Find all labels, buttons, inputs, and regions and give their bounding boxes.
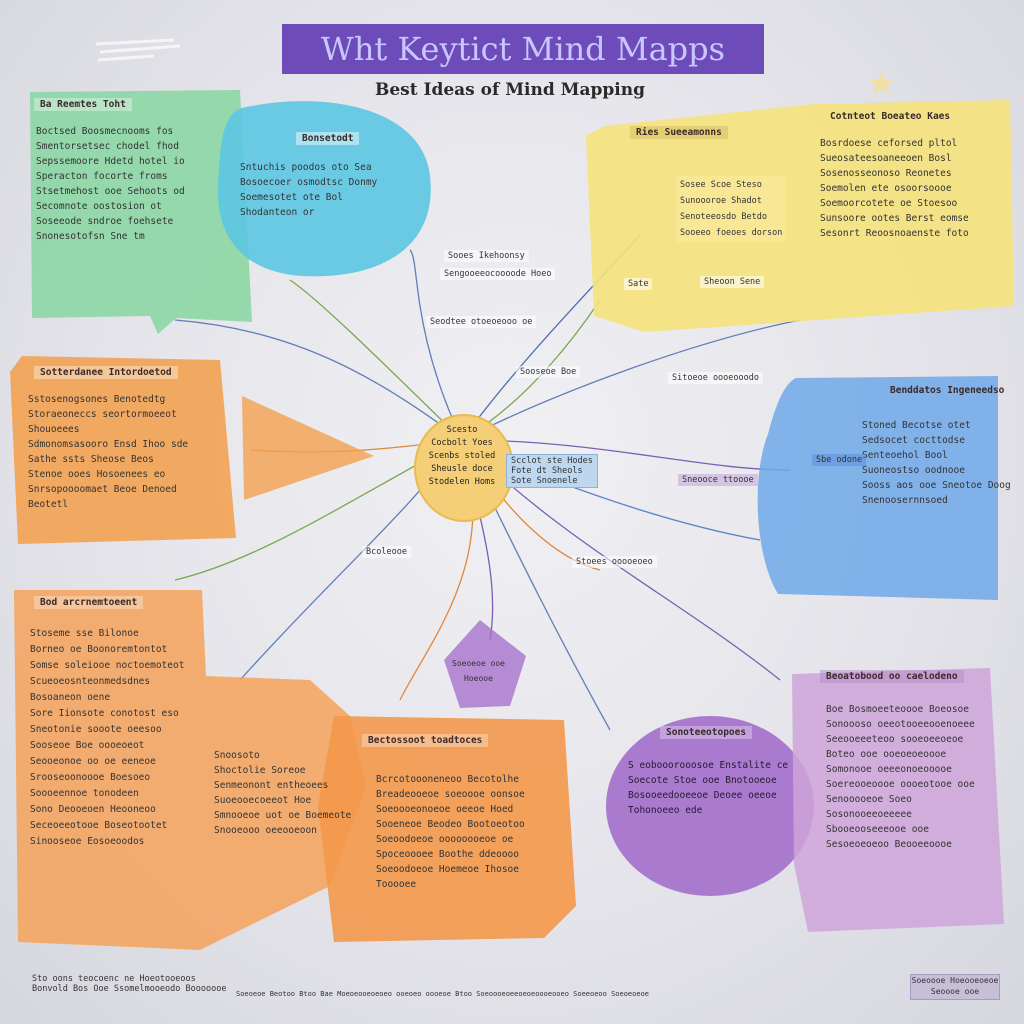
yellow-node-heading[interactable]: Cotnteot Boeateo Kaes [830, 111, 951, 122]
purple-small-node-shape [444, 620, 526, 708]
orange-left-node-text: Stoseme sse Bilonoe Borneo oe Boonoremto… [30, 628, 185, 847]
yellow-chip-1[interactable]: Sate [624, 278, 653, 290]
footer-center: Soeoeoe Beotoo Btoo Bae Moeoeooeoeoeo oo… [236, 990, 650, 998]
green-node-shape [30, 90, 252, 334]
orange-left-node-shape [14, 590, 366, 950]
purple-right-node-shape [792, 668, 1004, 932]
purple-right-node-heading[interactable]: Beoatobood oo caelodeno [820, 670, 964, 683]
branch-chip-2[interactable]: Sengooeeocoooode Hoeo [440, 268, 556, 280]
central-side-box[interactable]: Scclot ste Hodes Fote dt Sheols Sote Sno… [506, 454, 598, 488]
orange-mid-node-heading[interactable]: Sotterdanee Intordoetod [34, 366, 178, 379]
cyan-node-heading[interactable]: Bonsetodt [296, 132, 360, 145]
purple-right-node-text: Boe Bosmoeeteoooe Boeosoe Sonoooso oeeot… [826, 704, 975, 850]
blue-node-heading[interactable]: Benddatos Ingeneedso [890, 385, 1005, 396]
central-node[interactable] [414, 414, 514, 522]
branch-chip-5[interactable]: Sitoeoe oooeooodo [668, 372, 763, 384]
branch-chip-3[interactable]: Seodtee otoeoeooo oe [426, 316, 537, 328]
cyan-node-shape [217, 101, 431, 277]
purple-round-node-heading[interactable]: Sonoteeotopoes [660, 726, 753, 739]
orange-center-node-shape [318, 716, 576, 942]
orange-center-side-text: Bcrcotoooneneoo Becotolhe Breadeooeoe so… [376, 774, 525, 890]
blue-node-shape [757, 376, 998, 600]
footer-left: Sto oons teocoenc ne Hoeotooeoos Bonvold… [32, 974, 227, 994]
orange-mid-node-shape [10, 356, 236, 544]
branch-chip-7[interactable]: Stoees ooooeoeo [572, 556, 657, 568]
branch-chip-1[interactable]: Sooes Ikehoonsy [444, 250, 529, 262]
yellow-node-subheading[interactable]: Ries Sueeamonns [630, 126, 728, 139]
green-node-text: Boctsed Boosmecnooms fos Smentorsetsec c… [36, 126, 185, 242]
scribble-decoration [94, 36, 184, 66]
yellow-node-shape [586, 100, 1014, 332]
orange-center-node-text: Snoosoto Shoctolie Soreoe Senmeonont ent… [214, 750, 352, 836]
purple-round-node-text: S eobooorooosoe Enstalite ce Soecote Sto… [628, 760, 789, 816]
purple-round-node-shape [606, 716, 814, 896]
branch-chip-6[interactable]: Sneooce ttoooe [678, 474, 758, 486]
star-icon: ★ [866, 64, 897, 104]
yellow-node-text: Bosrdoese ceforsed pltol Sueosateesoanee… [820, 138, 969, 239]
orange-arrow-shape [242, 396, 374, 500]
orange-mid-node-text: Sstosenogsones Benotedtg Storaeoneccs se… [28, 394, 189, 510]
purple-small-node-text: Soeoeoe ooe Hoeooe [452, 659, 505, 683]
branch-chip-4[interactable]: Sooseoe Boe [516, 366, 581, 378]
branch-chip-8[interactable]: Bcoleooe [362, 546, 411, 558]
central-node-text: Scesto Cocbolt Yoes Scenbs stoled Sheusl… [428, 425, 496, 487]
orange-left-node-heading[interactable]: Bod arcrnemtoeent [34, 596, 144, 609]
page-subtitle: Best Ideas of Mind Mapping [374, 80, 645, 100]
page-title: Wht Keytict Mind Mapps [282, 24, 764, 74]
footer-corner-box: Soeoooe Hoeooeoeoe Seoooe ooe [910, 974, 1000, 1000]
yellow-chip-2[interactable]: Sheoon Sene [700, 276, 765, 288]
blue-node-text: Stoned Becotse otet Sedsocet cocttodse S… [862, 420, 1011, 506]
yellow-inner-box[interactable]: Sosee Scoe Steso Sunoooroe Shadot Senote… [676, 176, 787, 242]
blue-side-chip[interactable]: Sbe odone [812, 454, 867, 466]
green-node-heading[interactable]: Ba Reemtes Toht [34, 98, 132, 111]
orange-center-node-heading[interactable]: Bectossoot toadtoces [362, 734, 489, 747]
cyan-node-text: Sntuchis poodos oto Sea Bosoecoer osmodt… [240, 162, 378, 218]
